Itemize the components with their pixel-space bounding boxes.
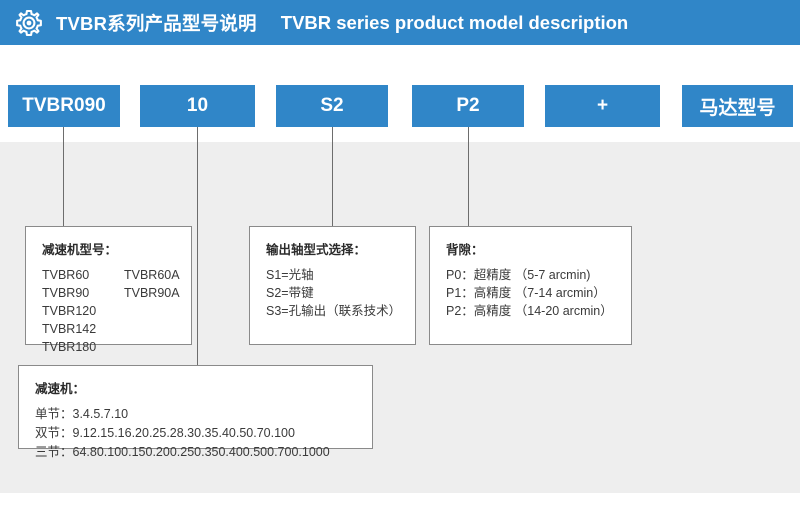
detail-box-title: 减速机： [35,382,86,396]
connector-line-shaft [332,127,333,226]
header-title-en: TVBR series product model description [280,11,629,33]
header-title-cn: TVBR系列产品型号说明 [56,12,257,34]
detail-box-title: 输出轴型式选择： [266,243,367,257]
list-item [124,302,191,320]
list-item: TVBR60 [42,268,90,282]
list-item: 单节：3.4.5.7.10 [35,407,129,421]
list-item: TVBR120 [42,304,97,318]
detail-box-reduction-ratio: 减速机： 单节：3.4.5.7.10 双节：9.12.15.16.20.25.2… [18,365,373,459]
gearbox-model-list: TVBR60 TVBR60A TVBR90 TVBR90A TVBR120 TV… [42,266,191,356]
model-code-box-motor[interactable]: 马达型号 [682,85,793,127]
list-item: 双节：9.12.15.16.20.25.28.30.35.40.50.70.10… [35,426,295,440]
model-code-box-shaft[interactable]: S2 [276,85,388,127]
list-item: P2：高精度 （14-20 arcmin） [446,304,613,318]
model-code-box-series[interactable]: TVBR090 [8,85,120,127]
list-item: S2=带键 [266,286,314,300]
detail-box-title: 背隙： [446,243,484,257]
detail-box-backlash: 背隙： P0：超精度 （5-7 arcmin) P1：高精度 （7-14 arc… [429,226,632,345]
list-item: P0：超精度 （5-7 arcmin) [446,268,591,282]
connector-line-backlash [468,127,469,226]
model-code-box-plus[interactable]: + [545,85,660,127]
gear-icon [16,9,42,36]
detail-box-title: 减速机型号： [42,243,118,257]
header-bar: TVBR系列产品型号说明 TVBR series product model d… [0,0,800,45]
list-item [124,338,191,356]
list-item: TVBR180 [42,340,97,354]
model-code-box-ratio[interactable]: 10 [140,85,255,127]
connector-line-series [63,127,64,226]
list-item: TVBR90 [42,286,90,300]
list-item: TVBR60A [124,268,180,282]
connector-line-ratio [197,127,198,365]
list-item: S1=光轴 [266,268,314,282]
list-item: S3=孔输出（联系技术） [266,304,402,318]
detail-box-gearbox-model: 减速机型号： TVBR60 TVBR60A TVBR90 TVBR90A TVB… [25,226,192,354]
list-item: 三节：64.80.100.150.200.250.350.400.500.700… [35,445,330,459]
list-item [124,320,191,338]
model-code-box-backlash[interactable]: P2 [412,85,524,127]
list-item: P1：高精度 （7-14 arcmin） [446,286,606,300]
list-item: TVBR90A [124,286,180,300]
list-item: TVBR142 [42,322,97,336]
detail-box-output-shaft: 输出轴型式选择： S1=光轴 S2=带键 S3=孔输出（联系技术） [249,226,416,345]
